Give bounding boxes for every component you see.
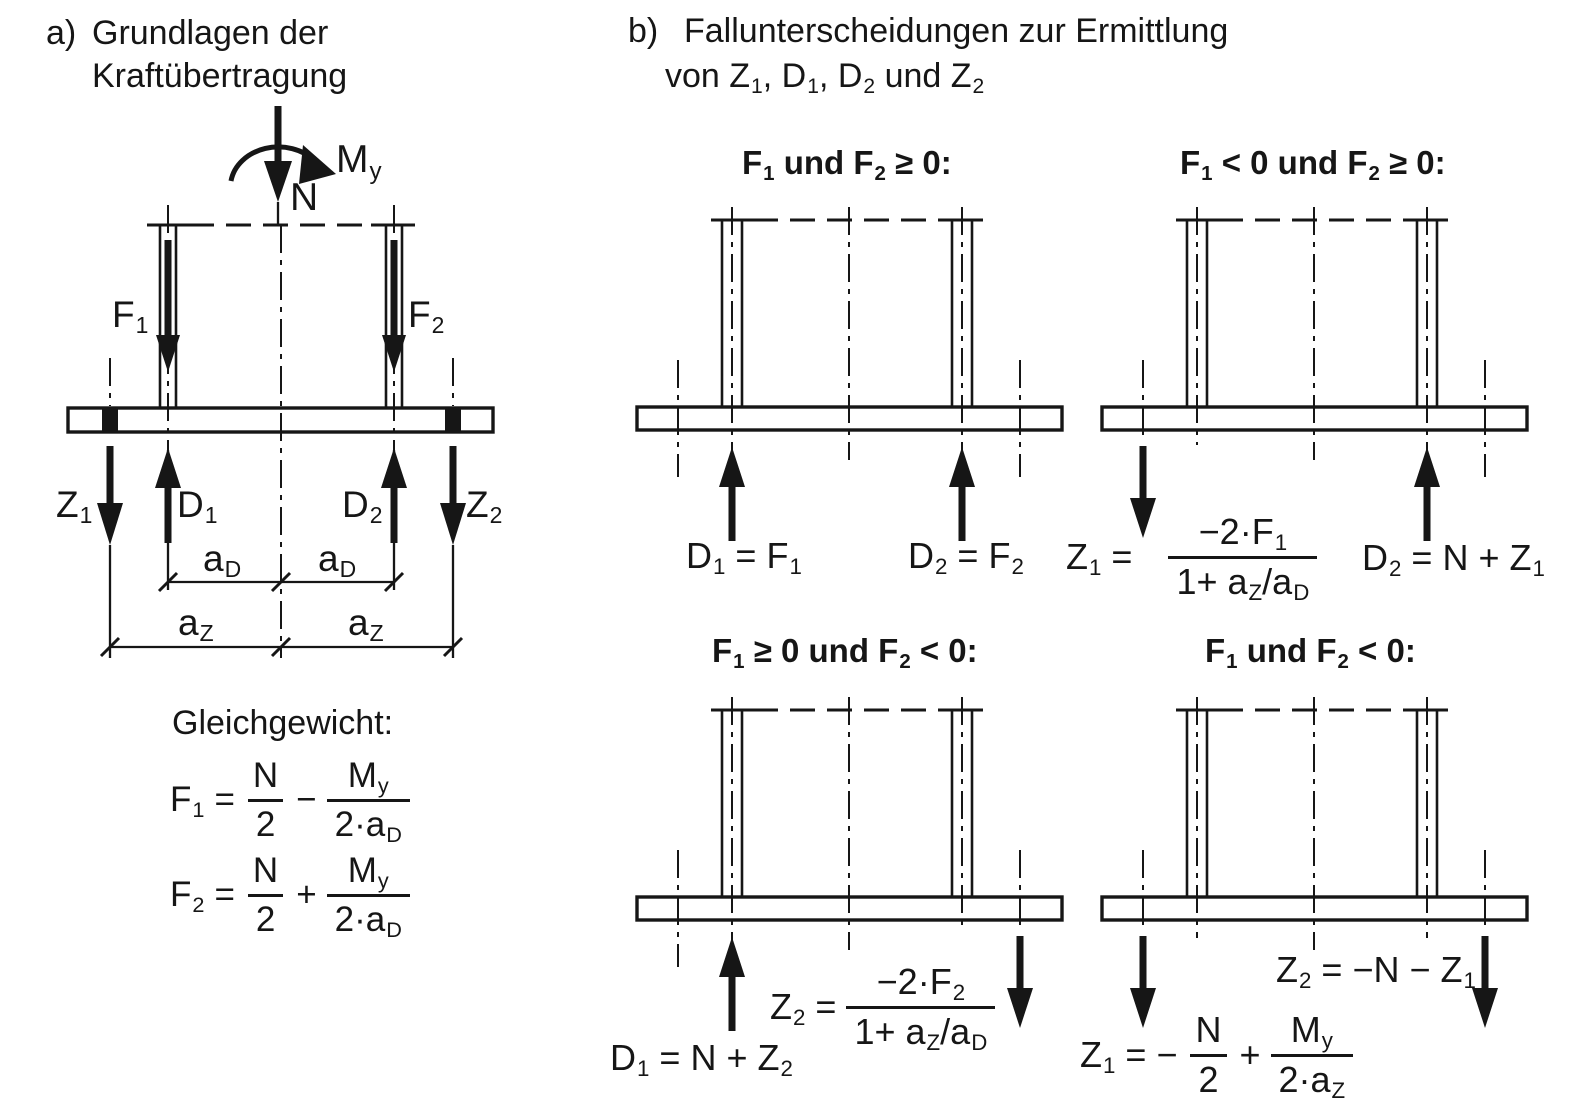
d1-label: D1 xyxy=(177,484,218,529)
az-dimension-label-right: aZ xyxy=(348,602,384,647)
d2-label: D2 xyxy=(342,484,383,529)
case1-d1-up-arrow xyxy=(719,447,745,541)
ad-dimension-label-right: aD xyxy=(318,538,357,583)
case4-z2-down-arrow xyxy=(1472,936,1498,1028)
f1-label: F1 xyxy=(112,294,149,339)
case1-title: F1 und F2 ≥ 0: xyxy=(742,144,952,185)
case1-d2-up-arrow xyxy=(949,447,975,541)
case2-diagram xyxy=(1100,207,1529,541)
d1-up-arrow xyxy=(155,448,181,543)
case2-formula-d2: D2 = N + Z1 xyxy=(1362,537,1545,582)
f2-label: F2 xyxy=(408,294,445,339)
case3-title: F1 ≥ 0 und F2 < 0: xyxy=(712,632,978,673)
case1-base-plate xyxy=(635,405,1064,432)
case4-formula-z2: Z2 = −N − Z1 xyxy=(1276,949,1476,994)
section-b-title-line2: von Z1, D1, D2 und Z2 xyxy=(665,57,985,98)
base-plate xyxy=(66,406,495,434)
axial-label: N xyxy=(290,176,319,219)
moment-arrow-head xyxy=(299,145,336,184)
ad-dimension-line xyxy=(157,571,405,593)
f2-down-arrow xyxy=(382,240,406,372)
az-dimension-label-left: aZ xyxy=(178,602,214,647)
case4-diagram xyxy=(1100,697,1529,1028)
case1-diagram xyxy=(635,207,1064,541)
case3-d1-up-arrow xyxy=(719,937,745,1031)
case3-z2-down-arrow xyxy=(1007,936,1033,1028)
moment-label: My xyxy=(336,138,382,185)
section-b-title-line1: Fallunterscheidungen zur Ermittlung xyxy=(684,12,1229,50)
case4-title: F1 und F2 < 0: xyxy=(1205,632,1416,673)
case2-d2-up-arrow xyxy=(1414,447,1440,541)
left-anchor-bolt xyxy=(102,408,118,432)
section-b-label: b) xyxy=(628,12,659,50)
case4-z1-down-arrow xyxy=(1130,936,1156,1028)
axial-force-arrow-head xyxy=(264,161,292,202)
case1-formula-d2: D2 = F2 xyxy=(908,535,1024,580)
main-column-diagram xyxy=(66,106,495,658)
equilibrium-heading: Gleichgewicht: xyxy=(172,704,394,742)
z1-label: Z1 xyxy=(56,484,93,529)
case3-base-plate xyxy=(635,895,1064,922)
ad-dimension-label-left: aD xyxy=(203,538,242,583)
d2-up-arrow xyxy=(381,448,407,543)
z2-label: Z2 xyxy=(466,484,503,529)
case2-title: F1 < 0 und F2 ≥ 0: xyxy=(1180,144,1446,185)
z1-down-arrow xyxy=(97,446,123,545)
section-a-label: a) xyxy=(46,14,77,52)
case3-diagram xyxy=(635,697,1064,1031)
az-dimension-line xyxy=(99,636,464,658)
case1-formula-d1: D1 = F1 xyxy=(686,535,802,580)
section-a-title-line2: Kraftübertragung xyxy=(92,57,348,95)
z2-down-arrow xyxy=(440,446,466,545)
section-a-title-line1: Grundlagen der xyxy=(92,14,329,52)
case2-base-plate xyxy=(1100,405,1529,432)
case3-formula-d1: D1 = N + Z2 xyxy=(610,1037,793,1082)
case4-base-plate xyxy=(1100,895,1529,922)
case2-z1-down-arrow xyxy=(1130,446,1156,538)
f1-down-arrow xyxy=(156,240,180,372)
right-anchor-bolt xyxy=(445,408,461,432)
